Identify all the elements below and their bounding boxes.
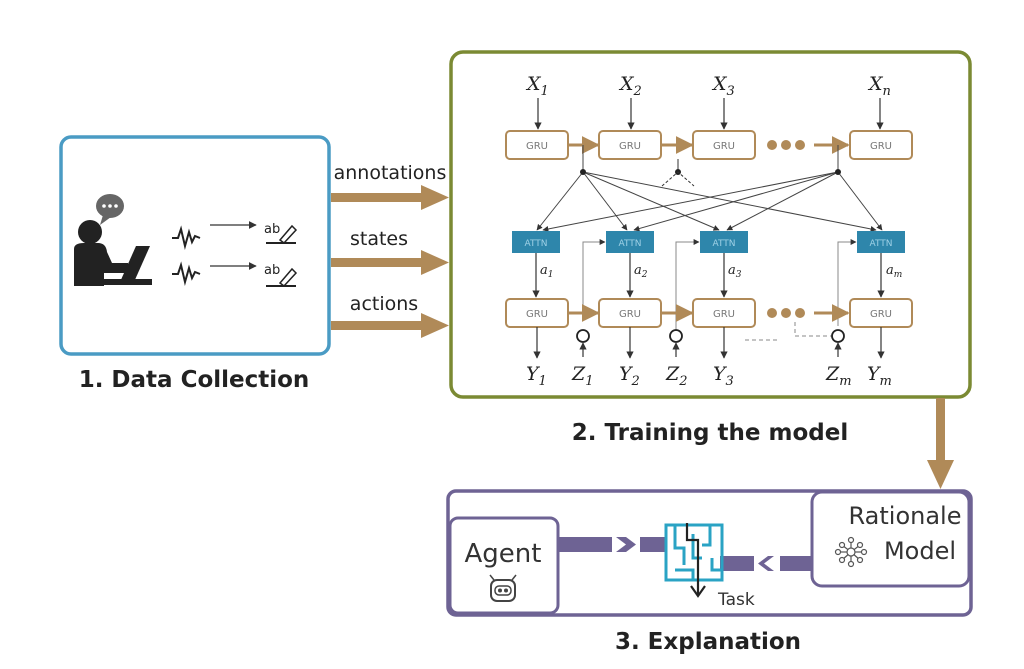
- svg-text:GRU: GRU: [526, 309, 548, 320]
- encoder-gru: GRU: [598, 130, 662, 160]
- person-at-laptop-icon: [74, 194, 152, 286]
- svg-text:ab: ab: [264, 222, 280, 237]
- attention-connections: [536, 145, 883, 232]
- annotations-arrow: [331, 185, 449, 210]
- encoder-gru: GRU: [692, 130, 756, 160]
- maze-task-icon: [664, 523, 724, 582]
- svg-text:ab: ab: [264, 263, 280, 278]
- explanation-caption: 3. Explanation: [615, 629, 801, 655]
- states-label: states: [350, 228, 408, 250]
- encoder-gru: GRU: [505, 130, 569, 160]
- maze-path: [685, 523, 706, 598]
- actions-arrow: [331, 313, 449, 338]
- decoder-gru: GRU: [692, 298, 756, 328]
- annotate-pencil-icon: ab: [264, 222, 298, 245]
- z-node: [576, 329, 590, 357]
- svg-text:GRU: GRU: [713, 309, 735, 320]
- attn-box: ATTN: [857, 231, 905, 253]
- task-label: Task: [717, 590, 755, 610]
- agent-box: [448, 516, 560, 615]
- svg-text:ATTN: ATTN: [712, 239, 735, 249]
- feedback-lines: [582, 239, 857, 341]
- z-node: [831, 329, 845, 357]
- input-label-x2: X2: [618, 73, 642, 99]
- attn-weight-label: a1: [540, 263, 554, 280]
- ellipsis-dots: [767, 140, 805, 150]
- svg-text:ATTN: ATTN: [869, 239, 892, 249]
- input-label-xn: Xn: [867, 73, 891, 99]
- attn-output-arrows: [532, 253, 885, 298]
- training-box: [449, 50, 972, 399]
- dashed-junction: [661, 159, 695, 187]
- actions-label: actions: [350, 293, 418, 315]
- annotate-pencil-icon: ab: [264, 263, 298, 288]
- input-arrows: [534, 98, 884, 130]
- svg-text:ATTN: ATTN: [618, 239, 641, 249]
- data-collection-caption: 1. Data Collection: [79, 367, 310, 393]
- attn-box: ATTN: [700, 231, 748, 253]
- agent-to-task-band: [558, 537, 666, 552]
- svg-text:GRU: GRU: [870, 309, 892, 320]
- attn-weight-label: a2: [634, 263, 648, 280]
- junction-dot: [580, 169, 586, 175]
- attn-box: ATTN: [606, 231, 654, 253]
- output-arrows: [533, 327, 885, 359]
- signal-wave-icon: [172, 225, 201, 250]
- input-label-x1: X1: [525, 73, 549, 99]
- decoder-gru: GRU: [505, 298, 569, 328]
- attn-weight-label: am: [886, 263, 902, 280]
- svg-text:GRU: GRU: [619, 141, 641, 152]
- z-node: [669, 329, 683, 357]
- output-label-y2: Y2: [619, 363, 640, 389]
- output-label-y3: Y3: [713, 363, 734, 389]
- data-collection-box: [59, 135, 331, 356]
- attn-weight-label: a3: [728, 263, 742, 280]
- svg-text:GRU: GRU: [526, 141, 548, 152]
- robot-icon: [489, 574, 517, 602]
- model-to-rationale-arrow: [927, 398, 954, 489]
- decoder-gru: GRU: [849, 298, 913, 328]
- agent-label: Agent: [465, 539, 542, 569]
- attn-box: ATTN: [512, 231, 560, 253]
- neural-network-icon: [834, 536, 868, 568]
- model-label: Model: [884, 537, 956, 565]
- svg-text:GRU: GRU: [619, 309, 641, 320]
- output-label-y1: Y1: [526, 363, 547, 389]
- signal-wave-icon: [172, 261, 201, 286]
- svg-text:GRU: GRU: [870, 141, 892, 152]
- output-label-ym: Ym: [867, 363, 892, 389]
- svg-text:ATTN: ATTN: [524, 239, 547, 249]
- rationale-label: Rationale: [849, 502, 962, 530]
- input-label-x3: X3: [711, 73, 735, 99]
- decoder-gru: GRU: [598, 298, 662, 328]
- junction-dot: [835, 169, 841, 175]
- encoder-gru: GRU: [849, 130, 913, 160]
- z-label-z2: Z2: [665, 363, 687, 389]
- svg-text:GRU: GRU: [713, 141, 735, 152]
- z-label-z1: Z1: [571, 363, 593, 389]
- z-label-zm: Zm: [825, 363, 852, 389]
- ellipsis-dots: [767, 308, 805, 318]
- training-caption: 2. Training the model: [572, 420, 848, 446]
- rationale-to-task-band: [720, 556, 812, 571]
- states-arrow: [331, 250, 449, 275]
- annotations-label: annotations: [334, 162, 447, 184]
